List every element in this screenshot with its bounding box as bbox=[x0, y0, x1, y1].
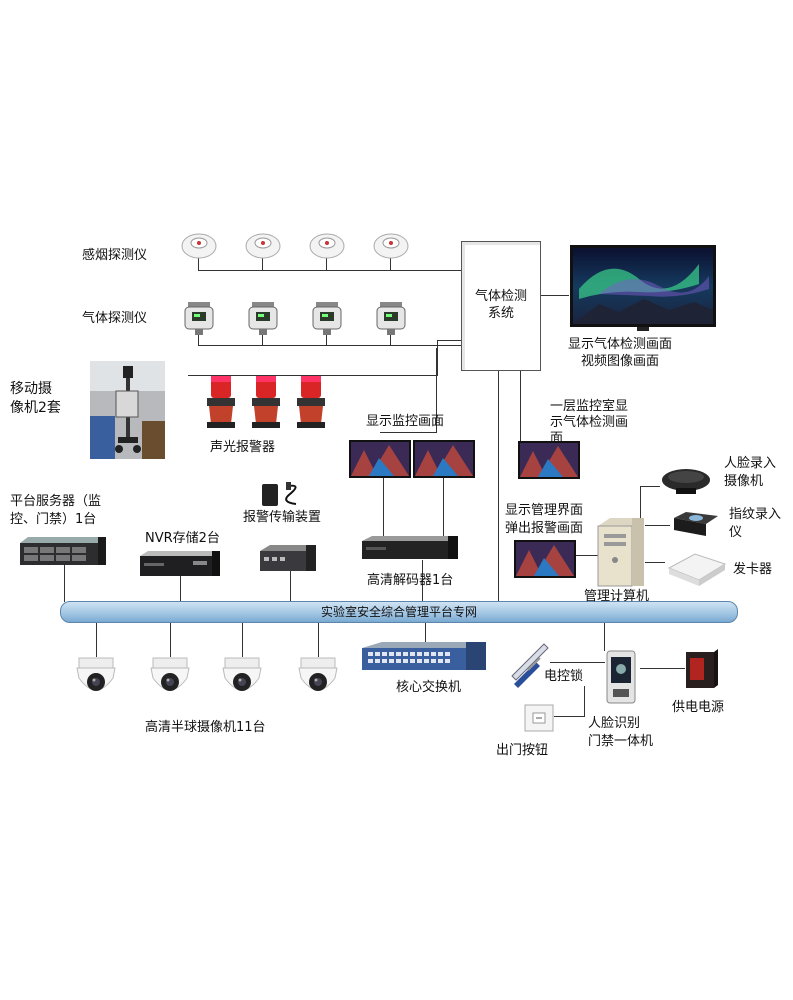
face-entry-camera-label: 人脸录入 摄像机 bbox=[724, 455, 776, 491]
gas-detector-icon bbox=[246, 300, 280, 336]
power-line bbox=[640, 668, 685, 669]
desktop-pc-icon bbox=[596, 516, 646, 588]
lock-line bbox=[550, 662, 605, 663]
power-supply-label: 供电电源 bbox=[672, 699, 724, 716]
nvr-label: NVR存储2台 bbox=[145, 530, 220, 547]
pc-card-line bbox=[645, 562, 665, 563]
face-access-label: 人脸识别 门禁一体机 bbox=[588, 715, 653, 751]
pc-finger-line bbox=[645, 525, 670, 526]
tv-caption: 显示气体检测画面 视频图像画面 bbox=[568, 336, 672, 370]
strobe-alarm-icon bbox=[205, 374, 237, 430]
face-entry-camera-icon bbox=[660, 466, 712, 496]
platform-server-label: 平台服务器（监 控、门禁）1台 bbox=[10, 493, 101, 529]
monitor-icon bbox=[514, 540, 576, 578]
cam-drop-1 bbox=[96, 621, 97, 657]
floor1-line bbox=[520, 369, 521, 442]
nvr-icon bbox=[138, 550, 222, 578]
system-trunk bbox=[498, 369, 499, 602]
rack-server-icon bbox=[18, 535, 108, 567]
gas-detector-label: 气体探测仪 bbox=[82, 310, 147, 327]
system-title: 气体检测 系统 bbox=[462, 288, 540, 322]
dome-cameras-label: 高清半球摄像机11台 bbox=[145, 719, 266, 736]
transmission-box-icon bbox=[258, 543, 318, 573]
monitor-icon bbox=[518, 441, 580, 479]
aurora-tv-icon bbox=[569, 244, 717, 332]
cam-drop-4 bbox=[318, 621, 319, 657]
card-issuer-label: 发卡器 bbox=[733, 561, 772, 578]
core-switch-icon bbox=[360, 640, 488, 674]
card-issuer-icon bbox=[665, 550, 727, 590]
alarm-transmit-label: 报警传输装置 bbox=[243, 509, 321, 526]
monitor-icon bbox=[349, 440, 411, 478]
mobile-camera-photo bbox=[90, 361, 165, 459]
mgmt-pc-label: 管理计算机 bbox=[584, 588, 649, 605]
alarm-line-top bbox=[437, 340, 462, 341]
cam-drop-2 bbox=[170, 621, 171, 657]
mobile-camera-label: 移动摄 像机2套 bbox=[10, 380, 61, 418]
smoke-bus-line bbox=[198, 270, 461, 271]
dome-camera-icon bbox=[73, 656, 119, 704]
gas-detection-system-box: 气体检测 系统 bbox=[461, 241, 541, 371]
fingerprint-reader-icon bbox=[670, 508, 720, 540]
smoke-detector-icon bbox=[244, 232, 282, 260]
antenna-adapter-icon bbox=[260, 480, 306, 508]
smoke-detector-icon bbox=[308, 232, 346, 260]
tv-line bbox=[539, 295, 569, 296]
smoke-detector-label: 感烟探测仪 bbox=[82, 247, 147, 264]
exit-button-icon[interactable] bbox=[524, 704, 554, 732]
gas-detector-icon bbox=[374, 300, 408, 336]
monitor-icon bbox=[413, 440, 475, 478]
smoke-detector-icon bbox=[372, 232, 410, 260]
display-line-h bbox=[380, 432, 437, 433]
access-drop bbox=[604, 621, 605, 651]
decoder-icon bbox=[360, 535, 460, 561]
strobe-alarm-icon bbox=[295, 374, 327, 430]
display-monitor-label: 显示监控画面 bbox=[366, 413, 444, 430]
core-switch-label: 核心交换机 bbox=[396, 679, 461, 696]
nvr-drop bbox=[180, 576, 181, 602]
cam-drop-3 bbox=[242, 621, 243, 657]
floor1-display-label: 一层监控室显 示气体检测画 面 bbox=[550, 399, 628, 447]
dome-camera-icon bbox=[219, 656, 265, 704]
power-supply-icon bbox=[684, 648, 720, 690]
exit-button-label: 出门按钮 bbox=[496, 742, 548, 759]
decoder-label: 高清解码器1台 bbox=[367, 572, 453, 589]
smoke-detector-icon bbox=[180, 232, 218, 260]
gas-detector-icon bbox=[310, 300, 344, 336]
fingerprint-label: 指纹录入 仪 bbox=[729, 506, 781, 542]
dome-camera-icon bbox=[147, 656, 193, 704]
mgmt-display-label: 显示管理界面 弹出报警画面 bbox=[505, 502, 583, 538]
strobe-alarm-icon bbox=[250, 374, 282, 430]
dome-camera-icon bbox=[295, 656, 341, 704]
bus-label: 实验室安全综合管理平台专网 bbox=[61, 603, 737, 620]
exit-line-h bbox=[554, 716, 585, 717]
transmit-drop bbox=[290, 571, 291, 602]
decoder-line-1 bbox=[383, 478, 384, 536]
pc-face-line-h bbox=[640, 486, 660, 487]
gas-bus-line bbox=[198, 345, 463, 346]
electric-lock-label: 电控锁 bbox=[544, 668, 583, 685]
alarm-line-diag bbox=[437, 340, 438, 376]
alarm-label: 声光报警器 bbox=[210, 439, 275, 456]
exit-line-v bbox=[584, 686, 585, 716]
gas-detector-icon bbox=[182, 300, 216, 336]
decoder-line-2 bbox=[443, 478, 444, 536]
face-access-terminal-icon bbox=[605, 649, 637, 705]
